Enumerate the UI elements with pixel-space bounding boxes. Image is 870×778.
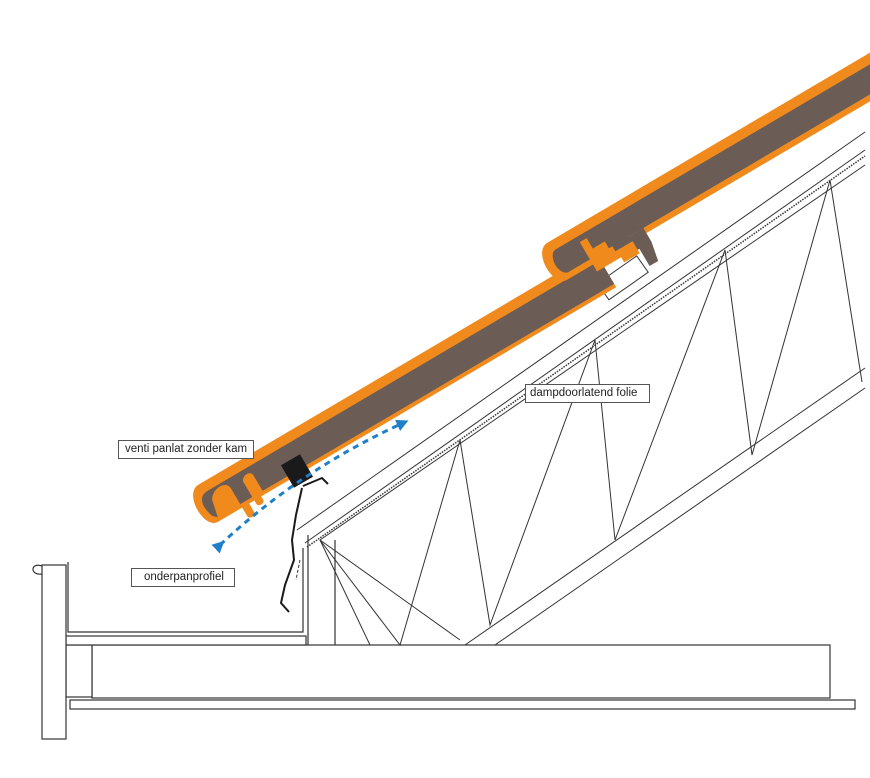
gutter-line xyxy=(67,548,304,633)
gutter-board xyxy=(65,635,307,646)
eaves-structure xyxy=(32,535,856,740)
membrane-label: dampdoorlatend folie xyxy=(525,384,651,403)
gutter-hook xyxy=(32,564,43,575)
wall-beam xyxy=(91,644,831,699)
deck-top-line xyxy=(296,131,866,531)
bottom-plate xyxy=(69,699,856,710)
eaves-profile-label: onderpanprofiel xyxy=(131,568,235,587)
fascia-board xyxy=(41,564,67,740)
beam-end-block xyxy=(65,644,93,698)
roof-tile-upper xyxy=(542,34,870,281)
bottom-chord xyxy=(464,367,866,646)
truss-webs xyxy=(319,179,863,647)
vent-profile-line xyxy=(279,487,303,613)
batten-label: venti panlat zonder kam xyxy=(118,440,255,459)
airflow-arrow xyxy=(211,420,409,554)
